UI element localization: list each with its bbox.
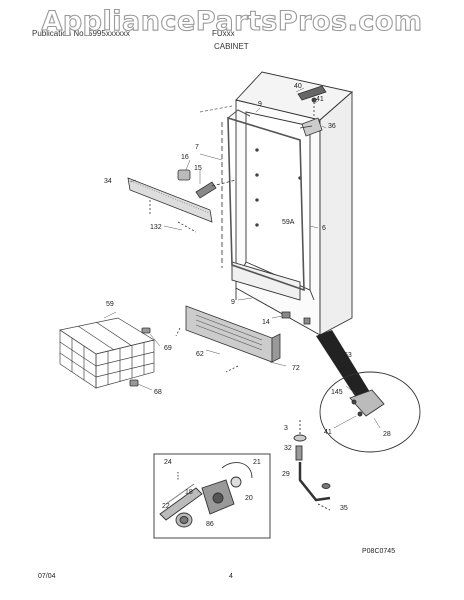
callout-3: 3: [284, 425, 288, 432]
callout-15: 15: [194, 165, 202, 172]
callout-40: 40: [294, 83, 302, 90]
trim-strip: [127, 177, 213, 233]
detail-circle: [319, 371, 421, 453]
callout-24: 24: [164, 459, 172, 466]
callout-21: 21: [253, 459, 261, 466]
callout-36: 36: [328, 123, 336, 130]
callout-20: 20: [245, 495, 253, 502]
callout-41-detail: 41: [324, 429, 332, 436]
callout-22: 22: [162, 503, 170, 510]
callout-59: 59: [106, 301, 114, 308]
inset-box: [153, 453, 271, 539]
callout-59a: 59A: [282, 219, 295, 226]
watermark-logo: AppliancePartsPros.com: [41, 6, 422, 37]
callout-72: 72: [292, 365, 300, 372]
footer-date: 07/04: [38, 573, 56, 580]
leveling-leg: [293, 420, 331, 511]
callout-7: 7: [195, 144, 199, 151]
footer-page-number: 4: [229, 573, 233, 580]
clip-parts: [177, 169, 237, 199]
callout-34: 34: [104, 178, 112, 185]
callout-18: 18: [185, 489, 193, 496]
basket-support-clips: [129, 327, 151, 387]
callout-62: 62: [196, 351, 204, 358]
callout-29: 29: [282, 471, 290, 478]
callout-28: 28: [383, 431, 391, 438]
callout-68: 68: [154, 389, 162, 396]
callout-41-top: 41: [316, 96, 324, 103]
callout-32: 32: [284, 445, 292, 452]
callout-leaders: [103, 87, 381, 429]
callout-16: 16: [181, 154, 189, 161]
callout-9-bottom: 9: [231, 299, 235, 306]
callout-63: 63: [344, 352, 352, 359]
section-title: CABINET: [214, 42, 249, 51]
callout-132: 132: [150, 224, 162, 231]
wire-basket: [59, 317, 155, 389]
kickplate-grille: [175, 305, 281, 373]
door-gasket: [199, 105, 305, 292]
callout-9-top: 9: [258, 101, 262, 108]
cabinet-body: [231, 71, 353, 340]
figure-code: P08C0745: [362, 548, 395, 555]
callout-6: 6: [322, 225, 326, 232]
detail-pointer: [316, 330, 376, 410]
callout-145: 145: [331, 389, 343, 396]
callout-14: 14: [262, 319, 270, 326]
callout-69: 69: [164, 345, 172, 352]
top-hinge: [297, 85, 327, 137]
publication-header: Publication No. 5995xxxxxx: [32, 29, 130, 38]
callout-35: 35: [340, 505, 348, 512]
model-header: FUxxx: [212, 29, 235, 38]
callout-86: 86: [206, 521, 214, 528]
